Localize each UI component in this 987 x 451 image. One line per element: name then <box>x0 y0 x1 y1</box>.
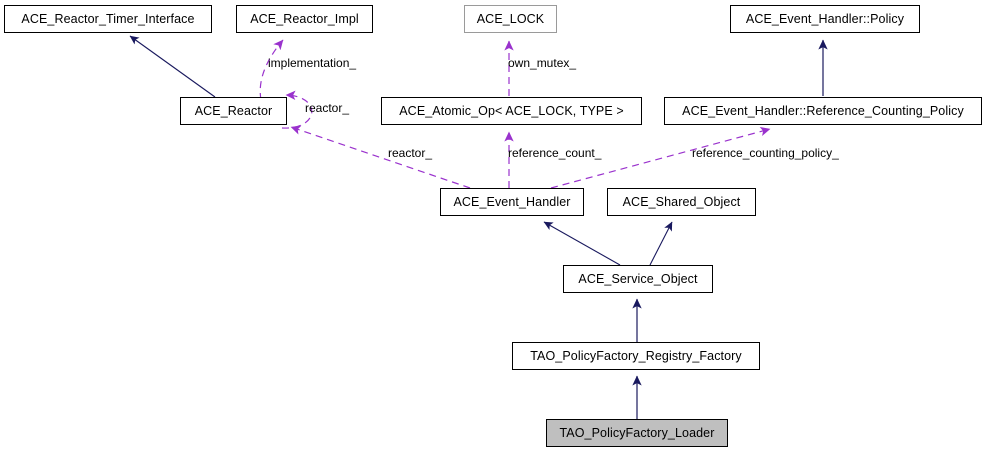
edge-label-reference-counting-policy: reference_counting_policy_ <box>692 146 839 160</box>
node-ace-reference-counting-policy[interactable]: ACE_Event_Handler::Reference_Counting_Po… <box>664 97 982 125</box>
node-tao-policyfactory-registry-factory[interactable]: TAO_PolicyFactory_Registry_Factory <box>512 342 760 370</box>
node-ace-service-object[interactable]: ACE_Service_Object <box>563 265 713 293</box>
edge-service-object-to-shared-object <box>649 221 673 266</box>
edge-label-reference-count: reference_count_ <box>508 146 602 160</box>
node-ace-event-handler[interactable]: ACE_Event_Handler <box>440 188 584 216</box>
edge-label-own-mutex: own_mutex_ <box>508 56 577 70</box>
edge-reactor-to-reactor-impl <box>259 39 284 101</box>
edge-event-handler-to-reactor <box>290 125 471 189</box>
edge-service-object-to-event-handler <box>543 221 621 266</box>
edge-label-implementation: implementation_ <box>268 56 357 70</box>
node-ace-event-handler-policy[interactable]: ACE_Event_Handler::Policy <box>730 5 920 33</box>
node-ace-reactor-impl[interactable]: ACE_Reactor_Impl <box>236 5 373 33</box>
edge-label-reactor-association: reactor_ <box>388 146 433 160</box>
node-ace-lock[interactable]: ACE_LOCK <box>464 5 557 33</box>
node-tao-policyfactory-loader[interactable]: TAO_PolicyFactory_Loader <box>546 419 728 447</box>
node-ace-shared-object[interactable]: ACE_Shared_Object <box>607 188 756 216</box>
node-ace-reactor-timer-interface[interactable]: ACE_Reactor_Timer_Interface <box>4 5 212 33</box>
node-ace-atomic-op[interactable]: ACE_Atomic_Op< ACE_LOCK, TYPE > <box>381 97 642 125</box>
edge-label-reactor-self: reactor_ <box>305 101 350 115</box>
node-ace-reactor[interactable]: ACE_Reactor <box>180 97 287 125</box>
edge-reactor-to-timer-interface <box>129 35 216 98</box>
